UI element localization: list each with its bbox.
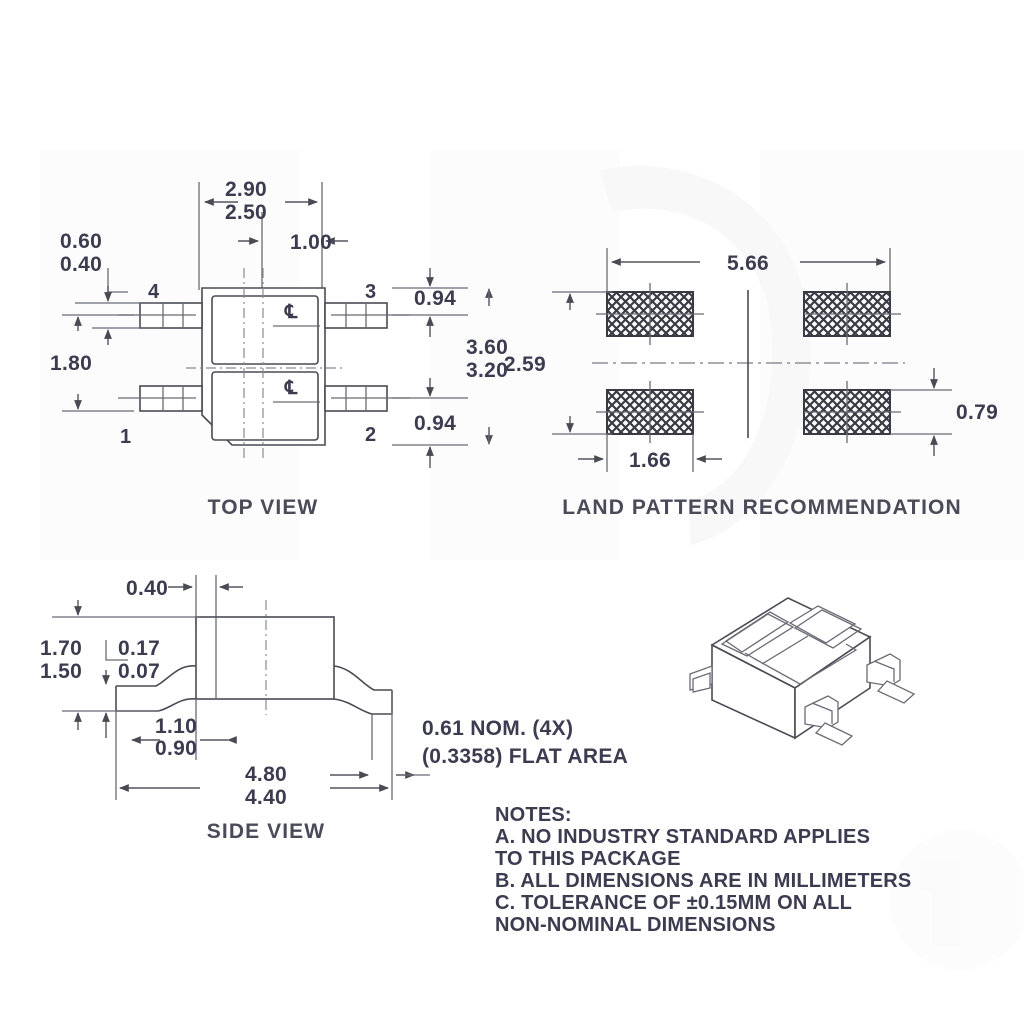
note-item-4: NON-NOMINAL DIMENSIONS: [495, 914, 776, 936]
top-lead-span: 1.80: [50, 352, 92, 375]
note-item-3: C. TOLERANCE OF ±0.15MM ON ALL: [495, 892, 852, 914]
note-item-1: TO THIS PACKAGE: [495, 848, 681, 870]
top-height-max: 3.60: [466, 336, 508, 359]
pin-label-3: 3: [365, 281, 376, 303]
top-view-group: [62, 182, 493, 468]
side-lead-thick-min: 0.07: [118, 660, 160, 683]
side-foot-max: 1.10: [155, 715, 197, 738]
isometric-view-group: [689, 597, 916, 746]
side-overall-max: 4.80: [245, 763, 287, 786]
side-overall-min: 4.40: [245, 786, 287, 809]
top-width-max: 2.90: [225, 178, 267, 201]
pin-label-4: 4: [148, 281, 160, 303]
side-body-offset: 0.40: [126, 577, 168, 600]
top-offset-lower: 0.94: [414, 412, 456, 435]
side-view-caption: SIDE VIEW: [207, 820, 325, 843]
centerline-symbol-lower: ℄: [284, 378, 298, 399]
land-overall-span: 5.66: [727, 252, 769, 275]
side-flat-callout-line1: 0.61 NOM. (4X): [422, 717, 573, 740]
top-lead-pitch: 1.00: [290, 231, 332, 254]
top-lead-width-max: 0.60: [60, 230, 102, 253]
side-height-min: 1.50: [40, 660, 82, 683]
land-pad-width: 0.79: [956, 401, 998, 424]
notes-title: NOTES:: [495, 804, 572, 826]
note-item-0: A. NO INDUSTRY STANDARD APPLIES: [495, 826, 870, 848]
pin-label-1: 1: [120, 426, 131, 448]
land-pattern-caption: LAND PATTERN RECOMMENDATION: [562, 496, 962, 519]
top-width-min: 2.50: [225, 201, 267, 224]
land-vertical-span: 2.59: [504, 353, 546, 376]
side-flat-callout-line2: (0.3358) FLAT AREA: [422, 745, 628, 768]
side-height-max: 1.70: [40, 637, 82, 660]
side-view-group: [52, 575, 430, 800]
top-height-min: 3.20: [466, 359, 508, 382]
land-pad-length: 1.66: [629, 449, 671, 472]
side-foot-min: 0.90: [155, 737, 197, 760]
land-pattern-group: [552, 248, 952, 472]
top-offset-upper: 0.94: [414, 287, 456, 310]
centerline-symbol-upper: ℄: [284, 302, 298, 323]
pin-label-2: 2: [365, 424, 376, 446]
top-view-caption: TOP VIEW: [208, 496, 319, 519]
top-lead-width-min: 0.40: [60, 253, 102, 276]
side-lead-thick-max: 0.17: [118, 637, 160, 660]
note-item-2: B. ALL DIMENSIONS ARE IN MILLIMETERS: [495, 870, 911, 892]
